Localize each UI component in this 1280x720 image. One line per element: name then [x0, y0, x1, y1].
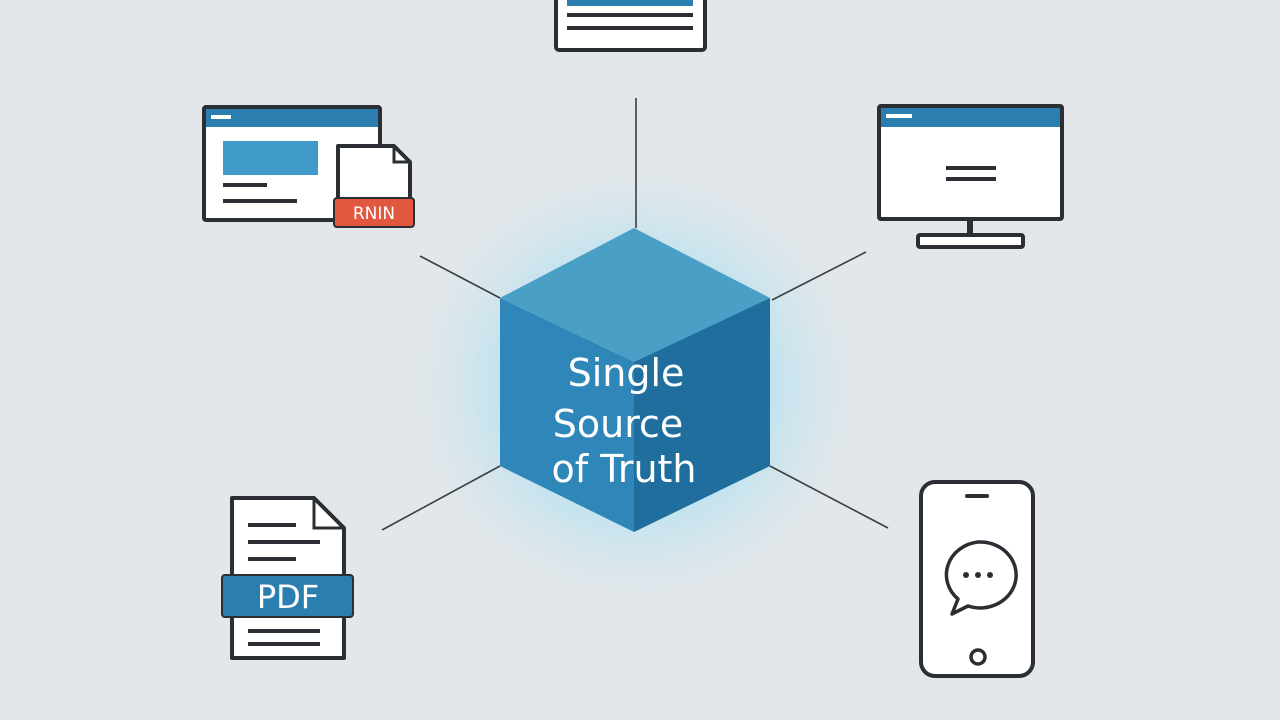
top-document-frame	[554, 0, 707, 52]
file-badge	[333, 197, 415, 228]
connector-lines	[381, 98, 889, 531]
cube-left-face	[500, 298, 634, 532]
pdf-badge-label: PDF	[257, 578, 319, 616]
monitor-title-mark	[886, 114, 912, 118]
pdf-text-line	[248, 557, 296, 561]
web-page-banner	[223, 141, 318, 175]
monitor-node	[877, 104, 1064, 249]
chat-bubble-icon	[944, 540, 1018, 616]
smartphone-speaker	[965, 494, 989, 498]
chat-dot	[975, 572, 981, 578]
web-page-title-mark	[211, 115, 231, 119]
cube-top-face	[500, 228, 770, 362]
web-page-text-line	[223, 183, 267, 187]
web-page-title-bar	[206, 109, 378, 127]
file-fold-icon	[392, 146, 410, 164]
pdf-text-line	[248, 523, 296, 527]
connector-top-right	[771, 251, 867, 301]
web-page-text-line	[223, 199, 297, 203]
pdf-document-node: PDF	[221, 496, 354, 660]
connector-bottom-right	[769, 465, 889, 529]
smartphone-home-button	[969, 648, 987, 666]
cube-label-line-3: of Truth	[551, 447, 696, 491]
monitor-content-line	[946, 177, 996, 181]
top-document-bar	[567, 0, 693, 6]
cube-label-line-2: Source	[553, 402, 684, 446]
top-document-node	[554, 0, 707, 52]
monitor-content-line	[946, 166, 996, 170]
monitor-neck	[967, 219, 973, 235]
monitor-title-bar	[881, 108, 1060, 127]
connector-bottom-left	[381, 465, 501, 531]
top-document-line	[567, 26, 693, 30]
pdf-fold-icon	[312, 498, 344, 530]
cube-label-line-1: Single	[568, 351, 685, 395]
pdf-text-line	[248, 642, 320, 646]
chat-dot	[987, 572, 993, 578]
smartphone-node	[919, 480, 1035, 678]
web-page-with-file-node: RNIN	[202, 105, 415, 228]
top-document-line	[567, 13, 693, 17]
pdf-text-line	[248, 540, 320, 544]
monitor-stand	[916, 233, 1025, 249]
file-badge-label: RNIN	[353, 204, 395, 224]
cube-right-face	[634, 298, 770, 532]
pdf-text-line	[248, 629, 320, 633]
central-cube: Single Source of Truth	[500, 228, 770, 532]
chat-dot	[963, 572, 969, 578]
pdf-badge	[221, 574, 354, 618]
connector-top-left	[419, 255, 501, 299]
